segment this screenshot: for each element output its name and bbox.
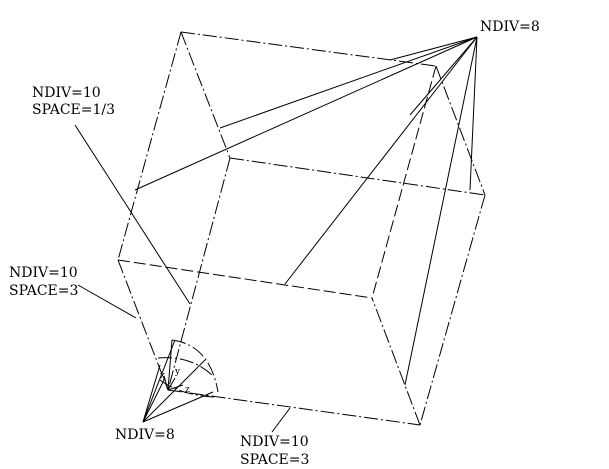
leader-mid-left [77, 284, 137, 319]
label-space-upper-left: SPACE=1/3 [32, 102, 115, 118]
edge-top-back [180, 31, 437, 67]
leader-upper-left [74, 124, 191, 305]
label-ndiv-bottom-mid: NDIV=10 [240, 434, 309, 450]
label-space-mid-left: SPACE=3 [9, 283, 78, 299]
axis-x-label: x [160, 371, 165, 381]
edge-bottom-front [167, 389, 421, 426]
label-ndiv-mid-left: NDIV=10 [9, 265, 78, 281]
edge-vertical-right [419, 194, 486, 426]
axis-triad: x y z [160, 367, 190, 395]
edge-bottom-right [371, 297, 421, 426]
edge-vertical-front [167, 157, 231, 391]
cube-edges [117, 31, 486, 426]
edge-vertical-back [371, 65, 437, 299]
axis-y-label: y [174, 367, 181, 377]
edge-top-front [229, 157, 486, 196]
label-ndiv-top-right: NDIV=8 [480, 19, 540, 35]
label-space-bottom-mid: SPACE=3 [240, 452, 309, 468]
leaders-bottom-left [142, 339, 214, 423]
edge-top-left [180, 31, 231, 159]
label-ndiv-upper-left: NDIV=10 [32, 85, 101, 101]
edge-top-right [435, 65, 486, 196]
edge-bottom-back [117, 259, 373, 299]
leaders-top-right [134, 36, 478, 386]
axis-z-label: z [185, 385, 190, 395]
origin-cone-detail [157, 339, 219, 398]
edge-bottom-left [117, 259, 169, 391]
label-ndiv-bottom-left: NDIV=8 [115, 427, 175, 443]
leader-bottom-mid [271, 407, 291, 433]
edge-vertical-left [117, 31, 182, 261]
